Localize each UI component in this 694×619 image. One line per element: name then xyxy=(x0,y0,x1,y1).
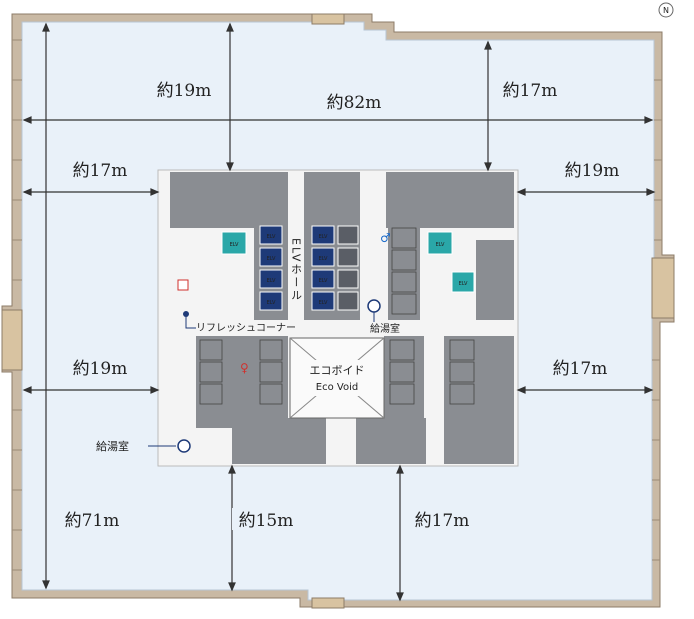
kettle-room-icon-right xyxy=(367,299,381,313)
elevator-teal-right xyxy=(427,231,453,255)
elevator-group-left xyxy=(259,225,283,311)
elevator-group-mid xyxy=(311,225,335,311)
building-core xyxy=(157,169,519,467)
core-block-nc xyxy=(304,172,360,228)
wall-bump-top xyxy=(311,13,345,25)
core-block-e xyxy=(476,240,514,320)
fire-marker xyxy=(177,279,189,291)
svg-text:ELV: ELV xyxy=(267,300,276,306)
core-block-ne xyxy=(386,172,514,228)
elevator-group-mid2 xyxy=(337,225,359,311)
dimension-labels: 約19m 約82m 約17m 約17m 約19m 約19m 約17m 約71m … xyxy=(58,78,624,531)
eco-void-label-jp: エコボイド xyxy=(310,364,365,377)
shaft-cells xyxy=(199,227,475,405)
core-block-bottom-far xyxy=(444,418,514,464)
restroom-icon-female: ♀ xyxy=(240,361,249,375)
svg-text:ELV: ELV xyxy=(319,234,328,240)
svg-text:ELV: ELV xyxy=(267,234,276,240)
north-arrow-label: N xyxy=(663,6,669,15)
wall-bump-right xyxy=(651,257,675,319)
dim-top-center: 約82m xyxy=(327,93,382,113)
core-block-bottom-left xyxy=(232,418,326,464)
dim-bottom-center: 約15m xyxy=(239,511,294,531)
svg-text:ELV: ELV xyxy=(319,256,328,262)
wall-bump-bottom xyxy=(311,597,345,609)
dim-lower-right: 約17m xyxy=(553,359,608,379)
svg-text:ELV: ELV xyxy=(319,278,328,284)
elv-tags: ELV ELV ELV ELV ELV ELV ELV ELV ELV ELV … xyxy=(230,234,468,306)
window-ticks xyxy=(12,39,662,571)
elv-hall-label: ELVホール xyxy=(290,238,303,302)
svg-text:ELV: ELV xyxy=(267,278,276,284)
kettle-room-icon-left xyxy=(177,439,191,453)
dim-lower-left: 約19m xyxy=(73,359,128,379)
svg-text:ELV: ELV xyxy=(459,281,468,287)
restroom-icon-male: ♂ xyxy=(380,231,391,245)
elevator-teal-right2 xyxy=(451,271,475,293)
dim-bottom-left: 約71m xyxy=(65,511,120,531)
svg-text:ELV: ELV xyxy=(267,256,276,262)
dim-mid-left: 約17m xyxy=(73,161,128,181)
kettle-room-label-left: 給湯室 xyxy=(96,439,129,453)
wall-bump-left xyxy=(1,309,23,371)
core-block-bottom-right xyxy=(356,418,426,464)
dim-top-right: 約17m xyxy=(503,81,558,101)
dim-top-left: 約19m xyxy=(157,81,212,101)
north-arrow-icon xyxy=(658,2,674,18)
kettle-room-label-right: 給湯室 xyxy=(370,322,400,335)
eco-void-label-en: Eco Void xyxy=(316,382,358,393)
svg-text:ELV: ELV xyxy=(436,242,445,248)
core-block-nw xyxy=(170,172,288,228)
dim-mid-right: 約19m xyxy=(565,161,620,181)
svg-text:ELV: ELV xyxy=(319,300,328,306)
refresh-corner-label: リフレッシュコーナー xyxy=(196,322,296,334)
dim-bottom-right: 約17m xyxy=(415,511,470,531)
svg-text:ELV: ELV xyxy=(230,242,239,248)
elevator-teal-left xyxy=(221,231,247,255)
core-block-stair-right xyxy=(388,222,420,320)
